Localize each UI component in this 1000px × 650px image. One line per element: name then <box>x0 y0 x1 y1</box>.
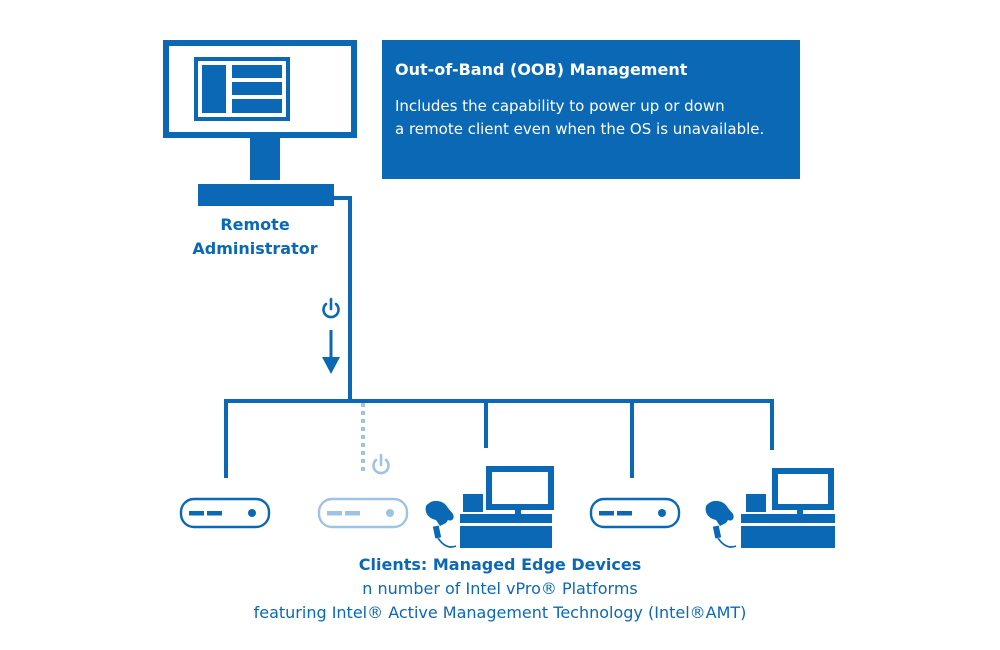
edge-device-icon <box>179 497 271 529</box>
info-box-title: Out-of-Band (OOB) Management <box>395 60 688 79</box>
barcode-scanner-icon <box>705 500 737 548</box>
barcode-scanner-icon <box>425 500 457 548</box>
clients-description: n number of Intel vPro® Platforms featur… <box>200 577 800 625</box>
monitor-icon <box>163 40 357 206</box>
info-box-line: Includes the capability to power up or d… <box>395 97 725 115</box>
info-box-line: a remote client even when the OS is unav… <box>395 120 765 138</box>
admin-label-line: Remote <box>220 215 290 234</box>
power-icon <box>322 297 340 319</box>
connection-lines <box>224 196 774 478</box>
edge-device-icon-faded <box>317 497 409 529</box>
clients-title: Clients: Managed Edge Devices <box>358 555 642 574</box>
edge-device-icon <box>589 497 681 529</box>
remote-administrator-label: Remote Administrator <box>180 213 330 261</box>
pos-terminal-icon <box>741 468 835 548</box>
admin-label-line: Administrator <box>192 239 318 258</box>
power-icon-faded <box>372 453 390 475</box>
oob-info-box: Out-of-Band (OOB) Management Includes th… <box>382 40 800 179</box>
arrow-down-icon <box>322 330 340 374</box>
clients-line: n number of Intel vPro® Platforms <box>362 579 638 598</box>
pos-terminal-icon <box>460 466 554 548</box>
clients-caption: Clients: Managed Edge Devices n number o… <box>200 553 800 625</box>
clients-line: featuring Intel® Active Management Techn… <box>253 603 747 622</box>
info-box-body: Includes the capability to power up or d… <box>395 95 786 141</box>
